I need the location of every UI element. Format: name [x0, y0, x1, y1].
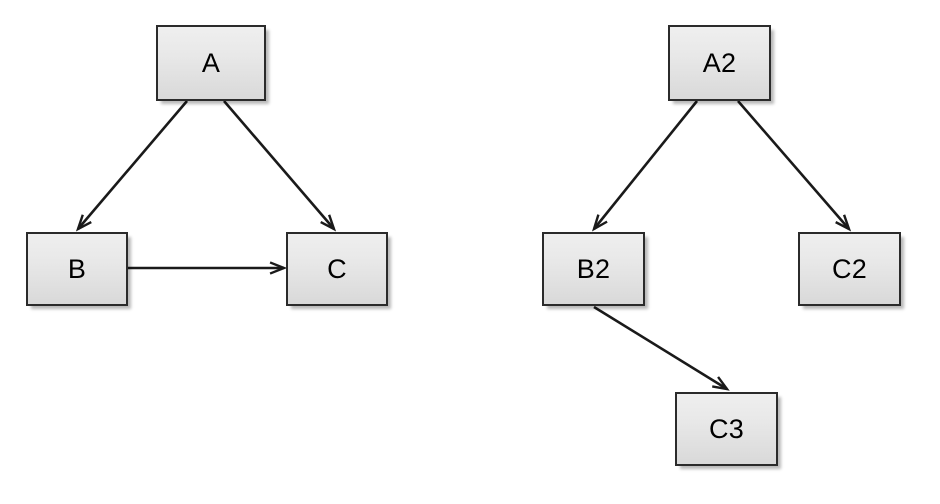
node-label: B2 — [576, 253, 611, 284]
edge-a2-to-c2 — [737, 100, 852, 232]
arrowhead-icon — [75, 214, 92, 232]
node-b[interactable]: B — [26, 232, 128, 306]
node-c3[interactable]: C3 — [675, 392, 778, 466]
node-label: A2 — [702, 47, 737, 78]
node-b2[interactable]: B2 — [542, 232, 645, 306]
edge-a-to-b — [75, 100, 188, 232]
edge-a-to-c — [223, 100, 337, 232]
node-label: C — [327, 253, 347, 284]
node-label: C2 — [832, 253, 867, 284]
node-a[interactable]: A — [156, 25, 266, 101]
node-label: C3 — [709, 413, 744, 444]
edge-b2-to-c3 — [593, 305, 730, 391]
edge-a2-to-b2 — [591, 100, 699, 232]
arrowhead-icon — [269, 261, 288, 275]
node-c[interactable]: C — [286, 232, 388, 306]
arrowhead-icon — [320, 214, 337, 232]
node-c2[interactable]: C2 — [798, 232, 901, 306]
arrowhead-icon — [712, 376, 730, 391]
arrowhead-icon — [835, 214, 852, 232]
edge-b-to-c — [128, 261, 288, 275]
arrowhead-icon — [591, 214, 608, 232]
node-label: A — [201, 47, 221, 78]
node-label: B — [67, 253, 87, 284]
node-a2[interactable]: A2 — [668, 25, 771, 101]
